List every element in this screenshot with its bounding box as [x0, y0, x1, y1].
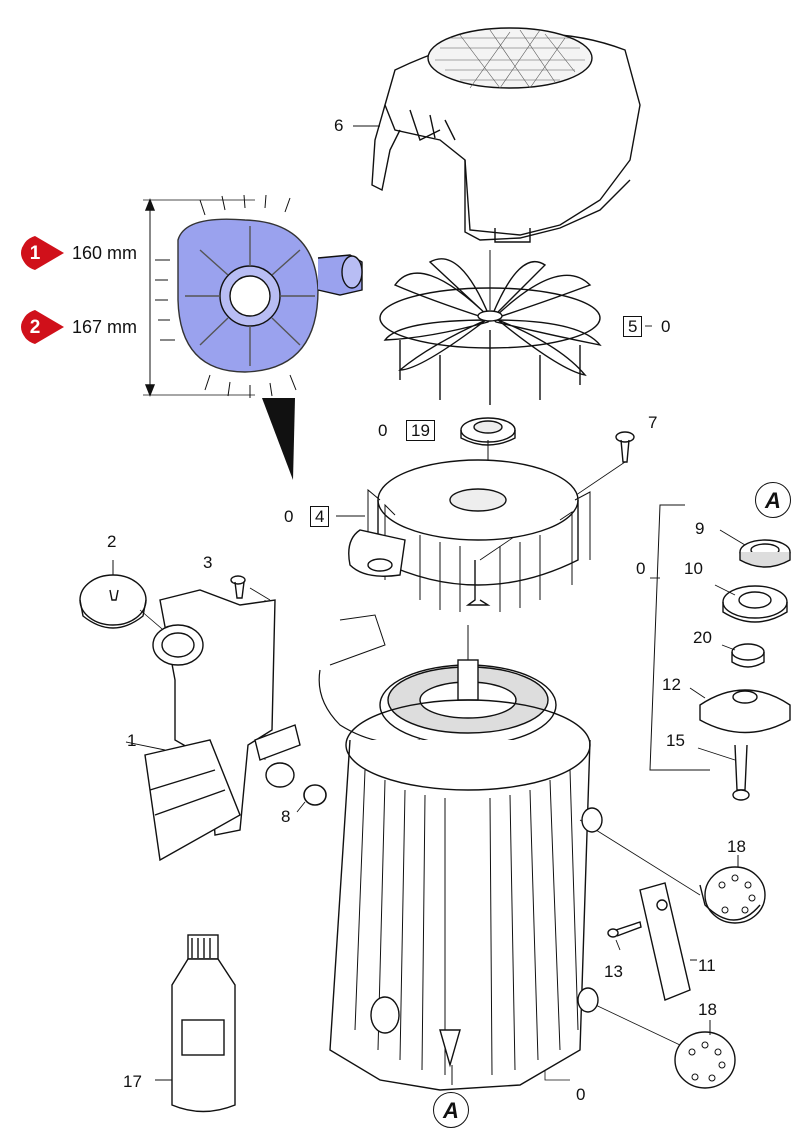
label-part-11: 11 — [698, 956, 716, 975]
label-part-3: 3 — [203, 553, 213, 572]
reference-a-bottom: A — [433, 1092, 469, 1128]
reference-a-bottom-letter: A — [443, 1098, 459, 1123]
label-part-4-ref: 0 — [284, 507, 294, 526]
label-part-15: 15 — [666, 731, 685, 750]
bearing-group — [649, 504, 791, 801]
label-part-19: 19 — [406, 420, 435, 441]
label-part-2: 2 — [107, 532, 117, 551]
badge-shapes — [21, 236, 64, 344]
label-group-ref: 0 — [636, 559, 646, 578]
label-part-7: 7 — [648, 413, 658, 432]
dimension-value-2: 167 mm — [72, 317, 138, 337]
label-part-17: 17 — [123, 1072, 142, 1091]
screw-part-13 — [607, 921, 642, 938]
reference-a-top-letter: A — [765, 488, 781, 513]
oil-bottle-part-17 — [155, 934, 236, 1113]
o-ring-part-8 — [303, 784, 327, 806]
label-part-1: 1 — [127, 731, 137, 750]
inlet-housing-part-1 — [144, 589, 301, 862]
label-part-6: 6 — [334, 116, 344, 135]
label-bottom-ref: 0 — [576, 1085, 586, 1104]
label-part-12: 12 — [662, 675, 681, 694]
bearing-part-19 — [460, 417, 516, 495]
label-part-8: 8 — [281, 807, 291, 826]
badge-2-number: 2 — [29, 317, 41, 338]
fan-impeller-part-5 — [379, 250, 602, 405]
label-part-5-ref: 0 — [661, 317, 671, 336]
motor-housing — [318, 614, 701, 1091]
inset-pointer — [262, 398, 295, 480]
bracket-part-11 — [639, 882, 697, 1001]
label-part-9: 9 — [695, 519, 705, 538]
label-part-18-lower: 18 — [698, 1000, 717, 1019]
label-part-4: 4 — [310, 506, 330, 527]
end-shield-part-4 — [348, 459, 591, 612]
leader-lines — [125, 125, 746, 951]
label-part-13: 13 — [604, 962, 623, 981]
dimension-value-1: 160 mm — [72, 243, 138, 263]
reference-a-top: A — [755, 482, 791, 518]
label-part-19-ref: 0 — [378, 421, 388, 440]
label-part-18-upper: 18 — [727, 837, 746, 856]
badge-1-number: 1 — [29, 243, 41, 264]
label-part-5: 5 — [623, 316, 643, 337]
housing-dimension-inset — [143, 194, 363, 398]
dimension-badge-1: 1 — [20, 238, 50, 268]
cap-part-2 — [79, 560, 176, 641]
fan-cover-part-6 — [371, 27, 641, 243]
label-part-10: 10 — [684, 559, 703, 578]
damper-part-18-upper — [699, 855, 766, 924]
dimension-badge-2: 2 — [20, 312, 50, 342]
damper-part-18-lower — [674, 1020, 736, 1089]
label-part-20: 20 — [693, 628, 712, 647]
